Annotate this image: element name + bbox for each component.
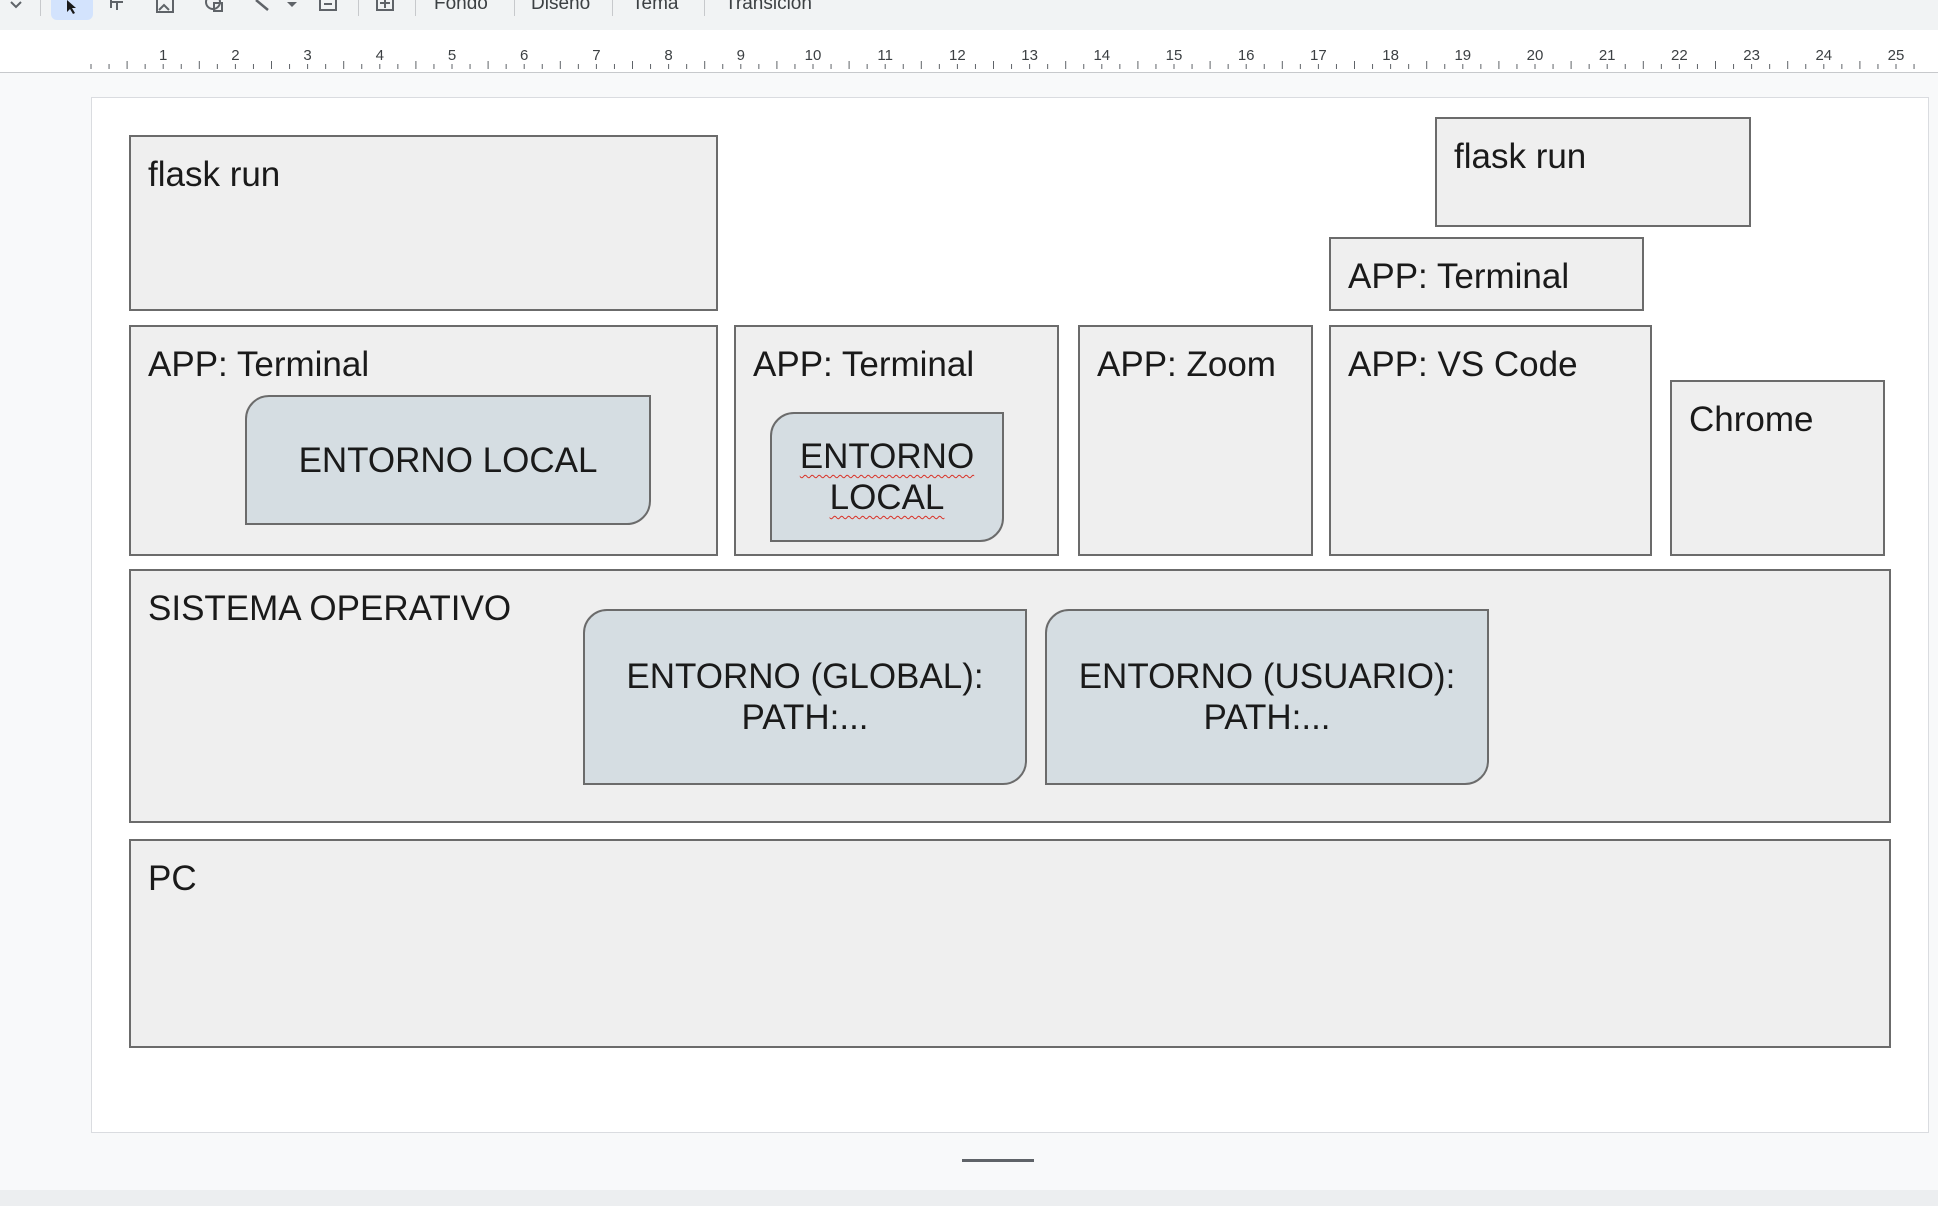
entorno-usuario-text: ENTORNO (USUARIO): PATH:... xyxy=(1079,656,1456,738)
ruler-label: 17 xyxy=(1310,47,1327,64)
entorno-global-line1: ENTORNO (GLOBAL): xyxy=(626,657,984,696)
speaker-notes-drag-handle[interactable] xyxy=(962,1159,1034,1162)
ruler-label: 18 xyxy=(1382,47,1399,64)
app-terminal-label: APP: Terminal xyxy=(753,345,975,384)
ruler-label: 7 xyxy=(592,47,600,64)
chrome-box[interactable]: Chrome xyxy=(1670,380,1885,556)
ruler-label: 22 xyxy=(1671,47,1688,64)
ruler-label: 21 xyxy=(1599,47,1616,64)
toolbar-divider xyxy=(40,0,41,16)
line-dropdown-icon[interactable] xyxy=(285,0,299,14)
entorno-global-text: ENTORNO (GLOBAL): PATH:... xyxy=(626,656,983,738)
entorno-usuario-shape[interactable]: ENTORNO (USUARIO): PATH:... xyxy=(1045,609,1489,785)
app-terminal-box-2[interactable]: APP: Terminal ENTORNO LOCAL xyxy=(734,325,1059,556)
speaker-notes-strip[interactable] xyxy=(0,1190,1938,1206)
ruler-label: 8 xyxy=(664,47,672,64)
theme-button[interactable]: Tema xyxy=(632,0,679,14)
layout-button[interactable]: Diseño xyxy=(531,0,591,14)
app-terminal-box-1[interactable]: APP: Terminal ENTORNO LOCAL xyxy=(129,325,718,556)
app-zoom-label: APP: Zoom xyxy=(1097,345,1276,384)
entorno-local-shape[interactable]: ENTORNO LOCAL xyxy=(245,395,651,525)
ruler-label: 1 xyxy=(159,47,167,64)
flask-run-box-left[interactable]: flask run xyxy=(129,135,718,311)
ruler-label: 23 xyxy=(1743,47,1760,64)
ruler-label: 24 xyxy=(1815,47,1832,64)
chrome-label: Chrome xyxy=(1689,400,1814,439)
toolbar-divider xyxy=(358,0,359,16)
pc-box[interactable]: PC xyxy=(129,839,1891,1048)
background-button[interactable]: Fondo xyxy=(434,0,488,14)
transition-button[interactable]: Transición xyxy=(725,0,812,14)
flask-run-box-right[interactable]: flask run xyxy=(1435,117,1751,227)
flask-run-label: flask run xyxy=(1454,137,1587,176)
pc-label: PC xyxy=(148,859,197,898)
entorno-word: ENTORNO xyxy=(799,437,975,476)
app-vscode-box[interactable]: APP: VS Code xyxy=(1329,325,1652,556)
app-terminal-label: APP: Terminal xyxy=(148,345,370,384)
cursor-select-icon[interactable] xyxy=(61,0,81,14)
ruler-label: 6 xyxy=(520,47,528,64)
ruler-label: 5 xyxy=(448,47,456,64)
ruler-label: 14 xyxy=(1093,47,1110,64)
slide-canvas[interactable]: flask run flask run APP: Terminal APP: T… xyxy=(91,97,1929,1133)
chevron-down-icon[interactable] xyxy=(6,0,26,14)
comment-icon[interactable] xyxy=(318,0,338,14)
app-vscode-label: APP: VS Code xyxy=(1348,345,1578,384)
toolbar-divider xyxy=(704,0,705,16)
entorno-usuario-line1: ENTORNO (USUARIO): xyxy=(1078,657,1456,696)
entorno-global-shape[interactable]: ENTORNO (GLOBAL): PATH:... xyxy=(583,609,1027,785)
entorno-global-line2: PATH:... xyxy=(741,698,869,737)
app-terminal-label: APP: Terminal xyxy=(1348,257,1570,296)
ruler-label: 25 xyxy=(1888,47,1905,64)
entorno-local-text: ENTORNO LOCAL xyxy=(800,436,974,518)
ruler-label: 12 xyxy=(949,47,966,64)
toolbar-divider xyxy=(514,0,515,16)
toolbar-divider xyxy=(415,0,416,16)
app-zoom-box[interactable]: APP: Zoom xyxy=(1078,325,1313,556)
line-icon[interactable] xyxy=(254,0,274,14)
shape-icon[interactable] xyxy=(205,0,225,14)
app-terminal-box-top[interactable]: APP: Terminal xyxy=(1329,237,1644,311)
ruler-label: 19 xyxy=(1454,47,1471,64)
ruler-label: 9 xyxy=(737,47,745,64)
sistema-operativo-label: SISTEMA OPERATIVO xyxy=(148,589,512,628)
entorno-usuario-line2: PATH:... xyxy=(1203,698,1331,737)
ruler-label: 4 xyxy=(376,47,384,64)
ruler-label: 15 xyxy=(1166,47,1183,64)
ruler-label: 3 xyxy=(303,47,311,64)
local-word: LOCAL xyxy=(829,478,945,517)
entorno-local-label: ENTORNO LOCAL xyxy=(298,440,598,480)
ruler-label: 10 xyxy=(805,47,822,64)
toolbar: Fondo Diseño Tema Transición xyxy=(0,0,1938,30)
new-slide-icon[interactable] xyxy=(375,0,395,14)
ruler-label: 16 xyxy=(1238,47,1255,64)
flask-run-label: flask run xyxy=(148,155,281,194)
entorno-local-shape[interactable]: ENTORNO LOCAL xyxy=(770,412,1004,542)
ruler-label: 20 xyxy=(1527,47,1544,64)
ruler-label: 11 xyxy=(877,47,893,64)
ruler-label: 2 xyxy=(231,47,239,64)
sistema-operativo-box[interactable]: SISTEMA OPERATIVO ENTORNO (GLOBAL): PATH… xyxy=(129,569,1891,823)
toolbar-divider xyxy=(612,0,613,16)
text-box-icon[interactable] xyxy=(108,0,128,14)
image-icon[interactable] xyxy=(155,0,175,14)
ruler-label: 13 xyxy=(1021,47,1038,64)
